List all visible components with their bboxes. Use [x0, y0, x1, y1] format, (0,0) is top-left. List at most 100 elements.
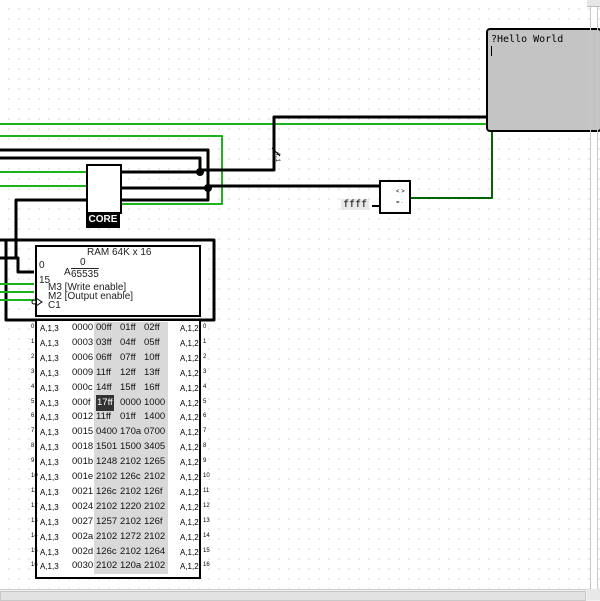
ram-cell[interactable]: 2102 [96, 560, 118, 572]
ram-cell[interactable]: 2102 [96, 530, 118, 542]
ram-cell[interactable]: 2102 [144, 471, 166, 482]
ram-cell[interactable]: 11ff [96, 366, 111, 378]
ram-pin-number: 2 [203, 353, 207, 360]
ram-left-pin-label: A,1,3 [40, 353, 59, 363]
ram-cell[interactable]: 2102 [120, 456, 142, 468]
constant-ffff[interactable]: ffff [341, 199, 370, 210]
ram-address[interactable]: 002d [72, 545, 94, 557]
ram-pin-number: 10 [203, 473, 210, 479]
vscroll-track-left [590, 0, 591, 600]
ram-cell[interactable]: 1400 [144, 411, 166, 423]
ram-cell[interactable]: 05ff [144, 336, 160, 348]
ram-address[interactable]: 0015 [72, 426, 94, 438]
ram-cell[interactable]: 12ff [120, 366, 136, 378]
ram-address[interactable]: 0012 [72, 411, 94, 423]
ram-address[interactable]: 0009 [72, 366, 94, 378]
ram-right-pin-label: A,1,2 [180, 443, 199, 453]
ram-cell[interactable]: 1257 [96, 515, 118, 527]
ram-right-pin-label: A,1,2 [180, 398, 199, 408]
ram-pin-number: 1 [203, 338, 207, 345]
ram-cell[interactable]: 2102 [144, 500, 166, 512]
ram-cell[interactable]: 2102 [120, 515, 142, 527]
ram-pin-number: 13 [31, 517, 38, 524]
ram-cell[interactable]: 2102 [144, 560, 166, 572]
ram-title: RAM 64K x 16 [87, 247, 152, 258]
ram-address[interactable]: 0018 [72, 441, 94, 453]
ram-cell[interactable]: 00ff [96, 322, 112, 333]
ram-cell[interactable]: 3405 [144, 441, 166, 453]
ram-cell[interactable]: 07ff [120, 351, 136, 363]
ram-right-pin-label: A,1,2 [180, 428, 199, 438]
ram-address[interactable]: 000f [72, 396, 91, 408]
ram-address[interactable]: 0021 [72, 485, 94, 497]
ram-cell[interactable]: 1272 [120, 530, 142, 542]
ram-cell[interactable]: 1248 [96, 456, 118, 468]
ram-address[interactable]: 0003 [72, 336, 94, 348]
ram-address[interactable]: 0024 [72, 500, 94, 512]
ram-cell[interactable]: 126f [144, 515, 163, 527]
ram-address[interactable]: 002a [72, 530, 94, 542]
ram-left-pin-label: A,1,3 [40, 368, 59, 378]
ram-cell[interactable]: 126f [144, 485, 163, 497]
ram-address[interactable]: 001b [72, 456, 94, 468]
ram-cell[interactable]: 01ff [120, 411, 136, 423]
ram-pin-number: 7 [31, 428, 35, 435]
ram-cell[interactable]: 01ff [120, 322, 136, 333]
ram-cell[interactable]: 02ff [144, 322, 160, 333]
ram-cell[interactable]: 126c [96, 545, 117, 557]
ram-cell[interactable]: 2102 [144, 530, 166, 542]
ram-pin-number: 7 [203, 428, 207, 435]
ram-cell[interactable]: 0400 [96, 426, 118, 438]
tty-text: ?Hello World [491, 34, 564, 45]
core-label: CORE [86, 212, 120, 228]
ram-a-high: 65535 [71, 269, 99, 280]
ram-address[interactable]: 0030 [72, 560, 94, 572]
ram-cell[interactable]: 16ff [144, 381, 160, 393]
ram-cell[interactable]: 11ff [96, 411, 111, 423]
ram-cell[interactable]: 1000 [144, 396, 166, 408]
svg-text:4..1: 4..1 [274, 152, 280, 163]
vscroll-up-arrow[interactable] [587, 0, 600, 7]
ram-pin-number: 5 [31, 398, 35, 405]
ram-cell[interactable]: 126c [96, 485, 117, 497]
ram-cell[interactable]: 03ff [96, 336, 112, 348]
ram-cell[interactable]: 0000 [120, 396, 142, 408]
ram-cell[interactable]: 04ff [120, 336, 136, 348]
ram-address[interactable]: 0000 [72, 322, 94, 333]
ram-cell[interactable]: 17ff [96, 394, 114, 411]
ram-cell[interactable]: 170a [120, 426, 142, 438]
ram-cell[interactable]: 2102 [120, 485, 142, 497]
ram-cell[interactable]: 1501 [96, 441, 118, 453]
ram-cell[interactable]: 06ff [96, 351, 112, 363]
ram-cell[interactable]: 1264 [144, 545, 166, 557]
ram-cell[interactable]: 15ff [120, 381, 136, 393]
ram-cell[interactable]: 126c [120, 471, 141, 482]
ram-cell[interactable]: 2102 [96, 500, 118, 512]
ram-pin-number: 2 [31, 353, 35, 360]
ram-address[interactable]: 000c [72, 381, 93, 393]
ram-cell[interactable]: 1220 [120, 500, 142, 512]
core-component[interactable] [86, 164, 122, 214]
ram-cell[interactable]: 0700 [144, 426, 166, 438]
ram-address[interactable]: 0006 [72, 351, 94, 363]
tty-display[interactable]: ?Hello World [486, 28, 600, 132]
ram-pin-number: 15 [31, 547, 38, 554]
ram-cell[interactable]: 1265 [144, 456, 166, 468]
ram-pin-number: 4 [203, 383, 207, 390]
ram-cell[interactable]: 13ff [144, 366, 160, 378]
ram-cell[interactable]: 14ff [96, 381, 112, 393]
ram-right-pin-label: A,1,2 [180, 338, 199, 348]
vertical-scrollbar[interactable] [587, 0, 600, 600]
ram-cell[interactable]: 1500 [120, 441, 142, 453]
ram-cell[interactable]: 10ff [144, 351, 160, 363]
ram-right-pin-label: A,1,2 [180, 458, 199, 468]
ram-address[interactable]: 0027 [72, 515, 94, 527]
ram-pin-number: 1 [31, 338, 35, 345]
ram-cell[interactable]: 2102 [96, 471, 118, 482]
ram-cell[interactable]: 2102 [120, 545, 142, 557]
horizontal-scrollbar[interactable] [0, 589, 600, 601]
ram-address[interactable]: 001e [72, 471, 94, 482]
ram-cell[interactable]: 120a [120, 560, 142, 572]
